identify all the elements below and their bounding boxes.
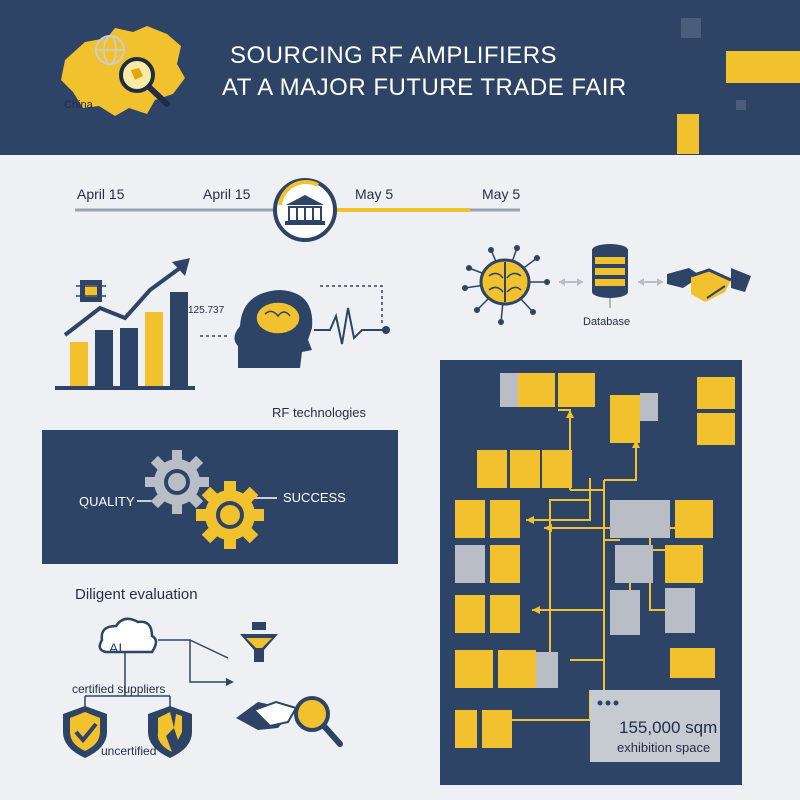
floor-plan-map (455, 373, 735, 762)
area-caption: exhibition space (617, 740, 711, 755)
timeline (75, 178, 520, 242)
rf-technologies-caption: RF technologies (272, 405, 366, 420)
timeline-date: April 15 (203, 186, 251, 202)
certified-suppliers-label: certified suppliers (72, 682, 166, 696)
success-label: SUCCESS (283, 490, 346, 505)
data-network-illustration (462, 244, 751, 325)
deco-square (681, 18, 701, 38)
deco-yellow-bar (726, 51, 800, 83)
deco-yellow-block (677, 114, 699, 154)
deco-square (736, 100, 746, 110)
uncertified-label: uncertified (101, 744, 157, 758)
evaluation-flow (63, 617, 343, 758)
chart-readout: 125.737 (188, 305, 225, 316)
map-label: China (64, 99, 93, 111)
page-title-line1: SOURCING RF AMPLIFIERS (230, 42, 558, 69)
page-title-line2: AT A MAJOR FUTURE TRADE FAIR (222, 74, 627, 101)
growth-illustration (55, 258, 390, 390)
database-label: Database (583, 316, 631, 328)
ai-label: AI (109, 640, 123, 656)
quality-label: QUALITY (79, 494, 135, 509)
timeline-date: April 15 (77, 186, 125, 202)
timeline-date: May 5 (482, 186, 521, 202)
gears-icon (137, 450, 277, 549)
timeline-date: May 5 (355, 186, 394, 202)
evaluation-heading: Diligent evaluation (75, 586, 198, 603)
area-value: 155,000 sqm (619, 718, 718, 737)
china-map-icon (61, 26, 185, 116)
